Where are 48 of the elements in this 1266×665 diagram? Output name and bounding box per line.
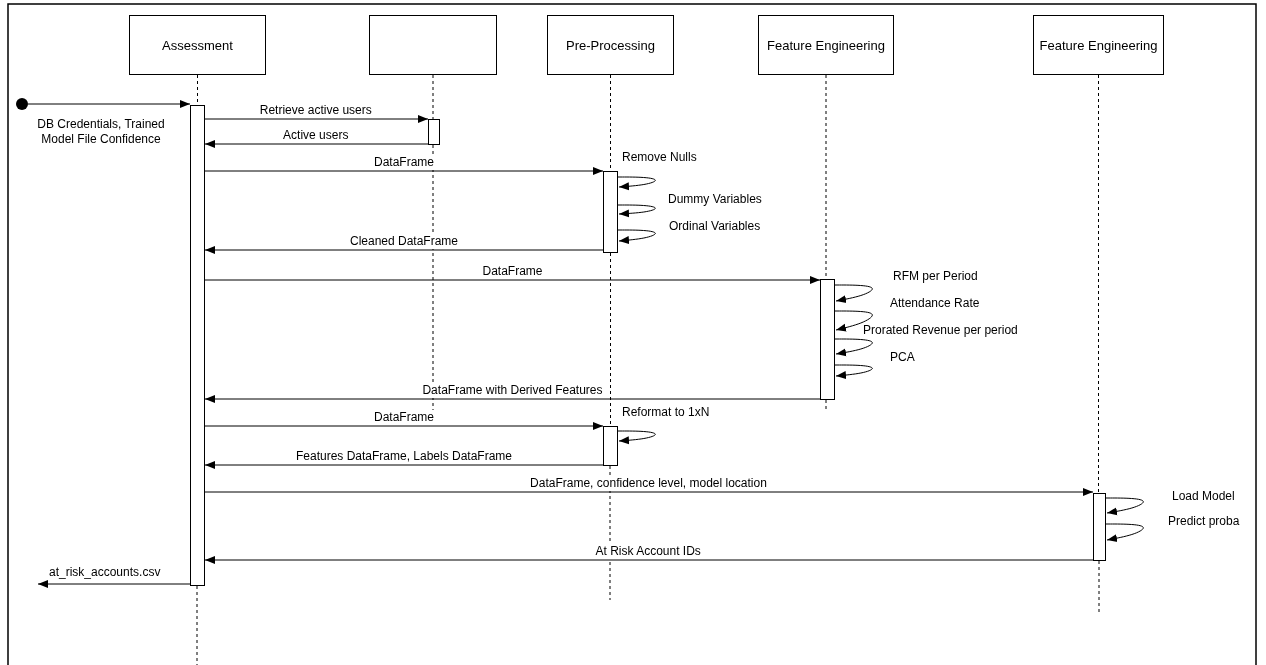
message-label: Predict proba: [1167, 514, 1241, 529]
self-message-arrow: [1105, 523, 1144, 543]
message-label: DataFrame: [373, 155, 435, 170]
participant-box: Feature Engineering: [1033, 15, 1164, 75]
message-label: At Risk Account IDs: [594, 544, 702, 559]
message-label: DataFrame with Derived Features: [421, 383, 604, 398]
self-message-arrow: [617, 430, 656, 445]
participant-box: Pre-Processing: [547, 15, 674, 75]
participant-box: Assessment: [129, 15, 266, 75]
lifeline: [610, 252, 611, 427]
self-message-arrow: [834, 310, 873, 332]
start-dot: [16, 98, 28, 110]
message-arrow: [204, 422, 604, 430]
self-message-arrow: [834, 364, 873, 380]
message-arrow: [204, 246, 604, 254]
message-arrow: [204, 395, 821, 403]
self-message-arrow: [617, 176, 656, 191]
message-arrow: [204, 115, 429, 123]
message-label: at_risk_accounts.csv: [48, 565, 162, 580]
activation-bar: [603, 171, 618, 253]
activation-bar: [428, 119, 440, 145]
lifeline: [432, 74, 434, 120]
activation-bar: [820, 279, 835, 400]
message-arrow: [27, 100, 191, 108]
message-label: Prorated Revenue per period: [862, 323, 1019, 338]
message-arrow: [204, 276, 821, 284]
message-arrow: [204, 488, 1094, 496]
self-message-arrow: [617, 204, 656, 218]
lifeline: [1098, 74, 1099, 494]
message-label: Features DataFrame, Labels DataFrame: [294, 449, 514, 464]
message-arrow: [204, 140, 429, 148]
self-message-arrow: [617, 229, 656, 245]
message-label: DataFrame, confidence level, model location: [529, 476, 768, 491]
message-arrow: [204, 556, 1094, 564]
message-arrow: [204, 461, 604, 469]
message-label: Cleaned DataFrame: [348, 234, 460, 249]
self-message-arrow: [834, 284, 873, 304]
activation-bar: [190, 105, 205, 586]
participant-box: Feature Engineering: [758, 15, 894, 75]
activation-bar: [603, 426, 618, 466]
self-message-arrow: [1105, 497, 1144, 516]
message-label: Dummy Variables: [667, 192, 763, 207]
participant-box: [369, 15, 497, 75]
message-arrow: [204, 167, 604, 175]
message-label: RFM per Period: [892, 269, 979, 284]
message-arrow: [37, 580, 191, 588]
self-message-arrow: [834, 338, 873, 357]
activation-bar: [1093, 493, 1106, 561]
